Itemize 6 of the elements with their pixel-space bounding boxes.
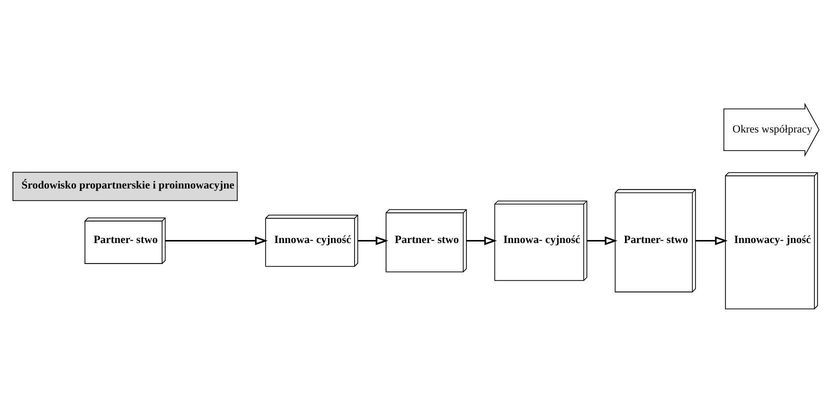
arrow bbox=[165, 236, 268, 246]
arrow bbox=[696, 236, 728, 246]
node-box: Środowisko propartnerskie i proinnowacyjne bbox=[12, 172, 238, 201]
arrow bbox=[358, 236, 388, 246]
arrow bbox=[586, 236, 618, 246]
arrow bbox=[466, 236, 497, 246]
